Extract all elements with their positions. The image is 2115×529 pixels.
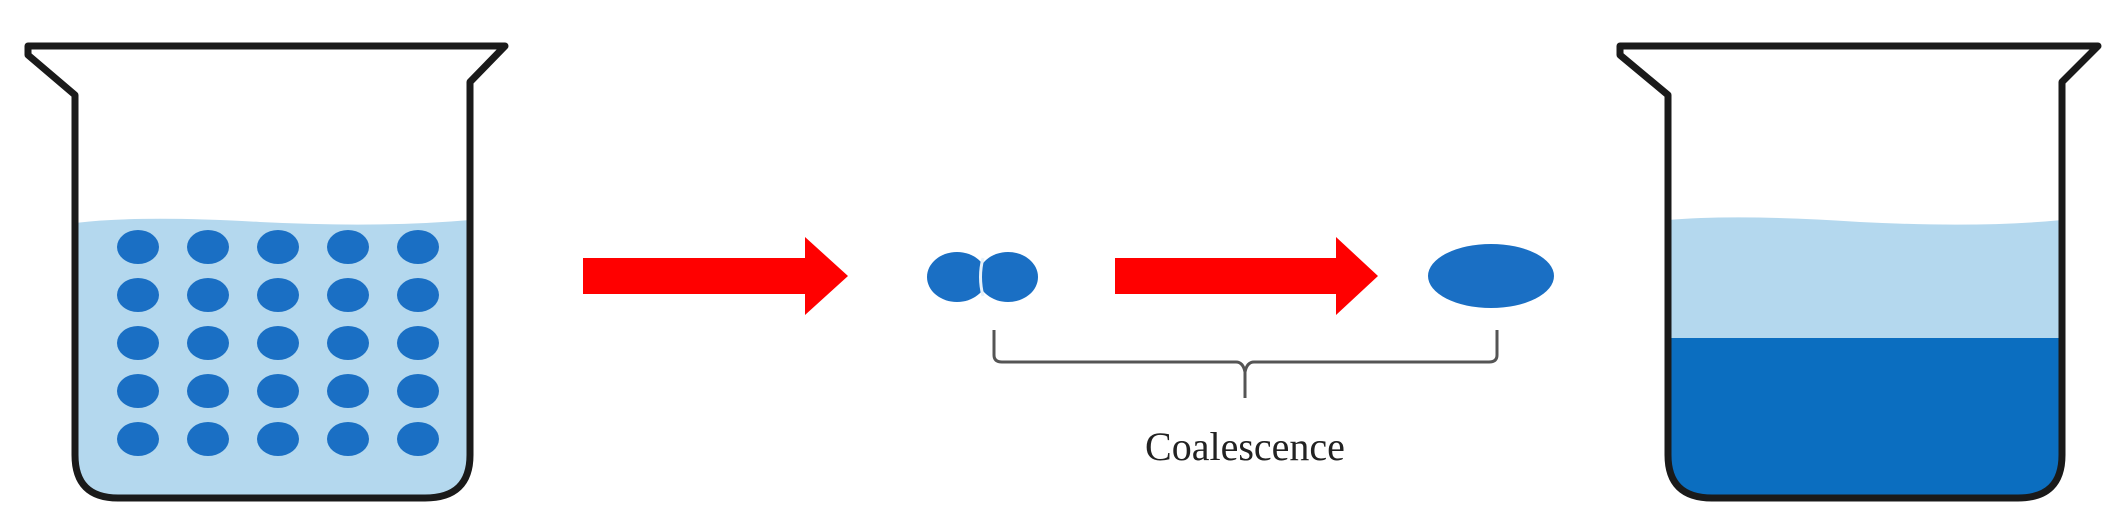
droplet <box>397 278 439 312</box>
droplet <box>257 374 299 408</box>
droplet <box>327 422 369 456</box>
left-beaker-outline <box>24 42 509 502</box>
right-beaker-outline <box>1616 42 2102 502</box>
droplet <box>397 326 439 360</box>
droplet-contact-line <box>979 257 985 297</box>
droplet <box>117 230 159 264</box>
beaker-separated-layers-icon <box>1616 42 2102 502</box>
right-arrow-icon <box>583 237 848 315</box>
droplet-grid <box>117 230 439 456</box>
droplet <box>187 230 229 264</box>
two-droplets-icon <box>927 252 1038 302</box>
beaker-with-droplets-icon <box>24 42 509 502</box>
droplet <box>327 374 369 408</box>
droplet <box>117 374 159 408</box>
droplet <box>327 230 369 264</box>
droplet <box>327 326 369 360</box>
droplet <box>187 326 229 360</box>
droplet <box>257 278 299 312</box>
droplet <box>397 230 439 264</box>
coalescence-bracket <box>992 330 1499 398</box>
droplet <box>327 278 369 312</box>
droplet <box>397 374 439 408</box>
droplet <box>117 326 159 360</box>
merged-droplet-icon <box>1428 244 1554 308</box>
droplet <box>117 422 159 456</box>
droplet <box>257 422 299 456</box>
right-beaker-lower-layer <box>1668 338 2062 498</box>
droplet <box>117 278 159 312</box>
droplet <box>257 230 299 264</box>
right-arrow-icon <box>1115 237 1378 315</box>
droplet <box>187 278 229 312</box>
droplet <box>257 326 299 360</box>
droplet <box>187 422 229 456</box>
right-beaker-upper-layer <box>1668 217 2062 338</box>
droplet-left <box>927 252 987 302</box>
droplet <box>187 374 229 408</box>
coalescence-label: Coalescence <box>1145 424 1345 469</box>
droplet <box>397 422 439 456</box>
droplet-right <box>978 252 1038 302</box>
